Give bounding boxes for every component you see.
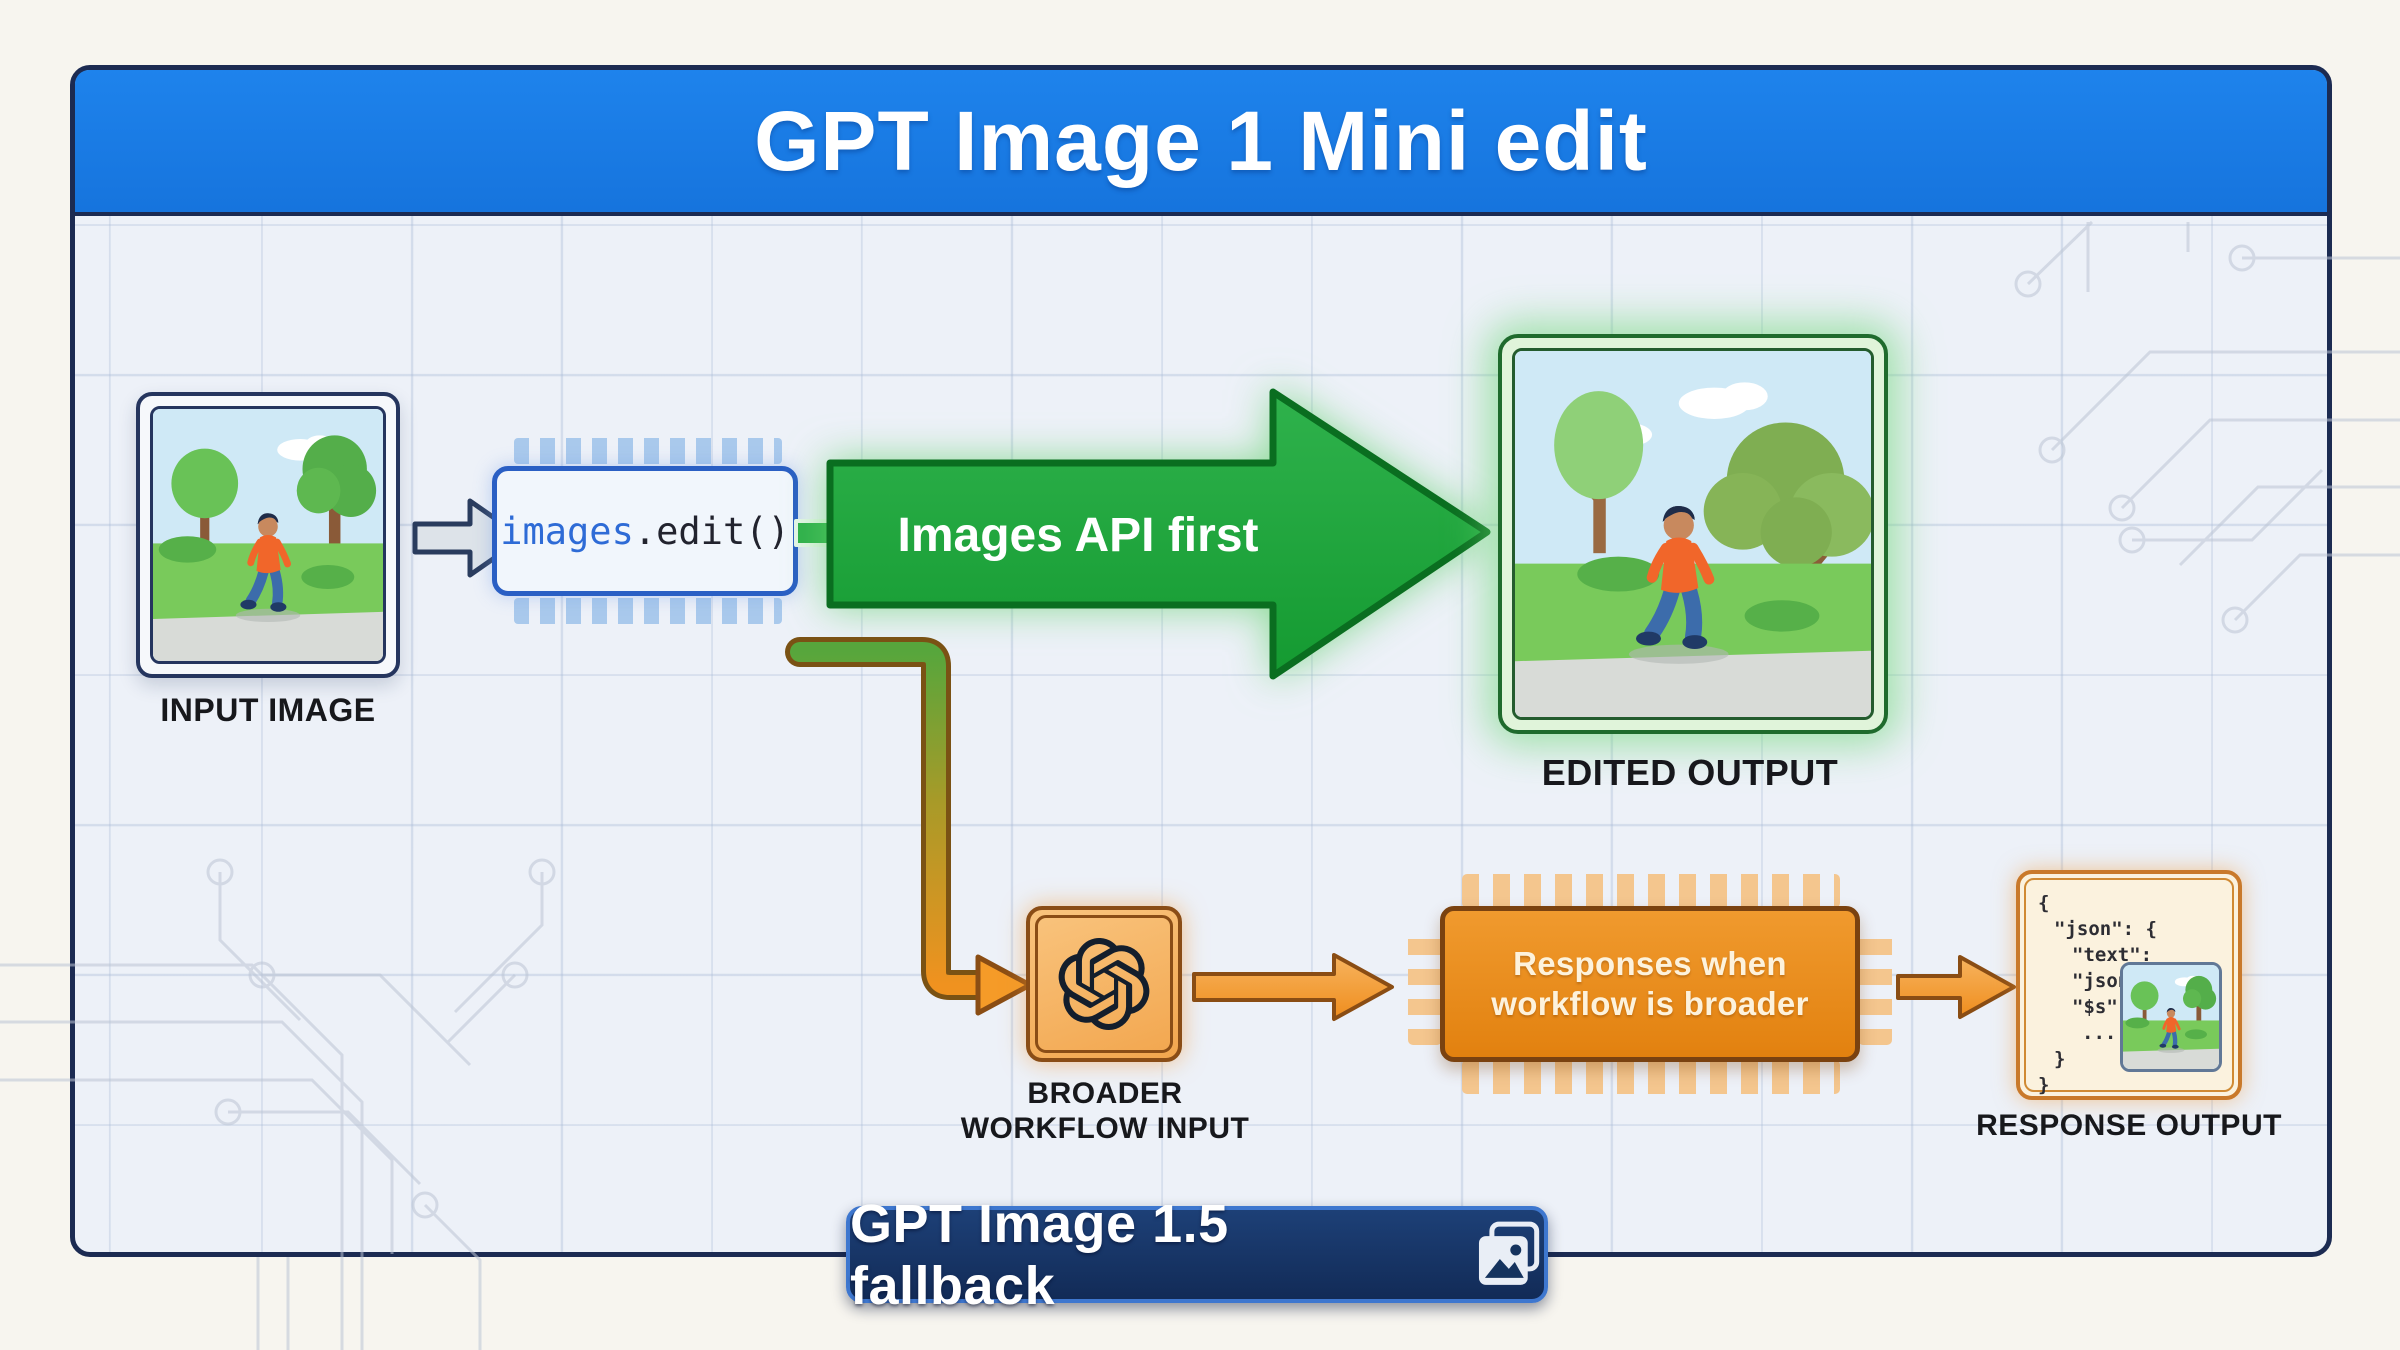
orange-arrow-icon-2 [1896, 955, 2016, 1019]
response-image-thumbnail [2120, 962, 2222, 1072]
edited-output-frame [1498, 334, 1888, 734]
header-bar: GPT Image 1 Mini edit [75, 70, 2327, 216]
input-image-label: INPUT IMAGE [160, 692, 376, 728]
response-output-card: { "json": { "text": "json", "$s": ... } … [2016, 870, 2242, 1100]
json-line: ... [2082, 1022, 2117, 1044]
code-text-accent: images [500, 509, 634, 553]
code-chip-pins-bottom [514, 598, 782, 624]
orange-arrow-icon [1192, 953, 1394, 1021]
edited-output-picture [1512, 348, 1874, 720]
openai-logo-icon [1058, 938, 1150, 1030]
code-text: images.edit() [500, 510, 790, 553]
image-stack-icon [1479, 1221, 1540, 1285]
input-image-picture [150, 406, 386, 664]
fallback-badge-label: GPT Image 1.5 fallback [850, 1193, 1229, 1316]
responses-chip-pins-top [1462, 874, 1840, 908]
responses-chip-line2: workflow is broader [1491, 985, 1809, 1022]
json-line: "$s": [2072, 996, 2130, 1018]
responses-chip: Responses when workflow is broader [1440, 906, 1860, 1062]
response-json-snippet: { "json": { "text": "json", "$s": ... } … [2024, 878, 2234, 1096]
responses-chip-pins-bottom [1462, 1060, 1840, 1094]
images-api-first-arrow-label: Images API first [897, 509, 1258, 562]
broader-workflow-label-line2: WORKFLOW INPUT [960, 1112, 1250, 1146]
json-line: { [2038, 892, 2050, 914]
json-line: } [2038, 1074, 2050, 1096]
openai-node-inner [1035, 915, 1173, 1053]
gpt-image-fallback-badge: GPT Image 1.5 fallback [846, 1194, 1548, 1316]
fallback-elbow-connector [785, 637, 1033, 1016]
main-panel: GPT Image 1 Mini edit [70, 65, 2332, 1257]
images-edit-code-chip: images.edit() [492, 466, 798, 596]
images-api-first-arrow: Images API first [826, 388, 1491, 680]
responses-chip-pins-left [1408, 925, 1442, 1045]
broader-workflow-label-line1: BROADER [1027, 1077, 1183, 1110]
openai-node [1026, 906, 1182, 1062]
responses-chip-line1: Responses when [1513, 944, 1787, 982]
json-line: } [2054, 1048, 2066, 1070]
response-output-label: RESPONSE OUTPUT [1976, 1109, 2282, 1142]
input-image-frame [136, 392, 400, 678]
page-title: GPT Image 1 Mini edit [754, 94, 1648, 188]
edited-output-label: EDITED OUTPUT [1541, 752, 1839, 793]
json-line: "json": { [2054, 918, 2157, 940]
broader-workflow-label: BROADER WORKFLOW INPUT [930, 1076, 1280, 1147]
responses-chip-pins-right [1858, 925, 1892, 1045]
code-chip-pins-top [514, 438, 782, 464]
code-text-rest: .edit() [633, 509, 790, 553]
